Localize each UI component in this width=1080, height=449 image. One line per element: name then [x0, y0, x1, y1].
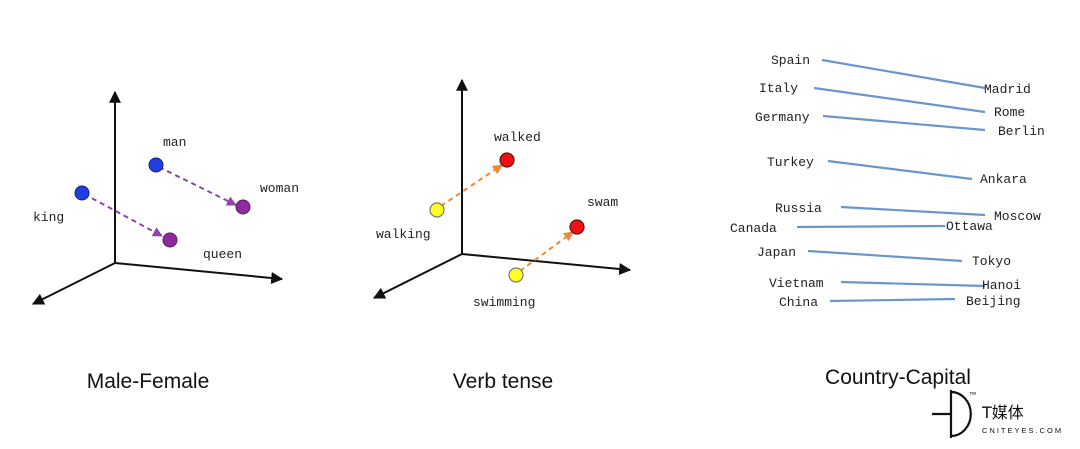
connector-line [829, 297, 956, 303]
country-label: Japan [757, 245, 796, 260]
woman-point [235, 199, 251, 215]
verb-tense-axes [372, 78, 632, 299]
capital-label: Moscow [994, 209, 1041, 224]
country-label: Russia [775, 201, 822, 216]
woman-label: woman [260, 181, 299, 196]
capital-label: Ankara [980, 172, 1027, 187]
pair-vietnam-hanoi: Vietnam Hanoi [769, 276, 1021, 293]
logo-tm: ™ [969, 390, 979, 399]
country-capital-caption: Country-Capital [825, 366, 971, 389]
connector-line [796, 224, 946, 229]
swam-point [569, 219, 585, 235]
walking-point [429, 202, 445, 218]
king-label: king [33, 210, 64, 225]
capital-label: Tokyo [972, 254, 1011, 269]
male-female-caption: Male-Female [87, 370, 210, 393]
pair-italy-rome: Italy Rome [759, 81, 1025, 120]
verb-tense-caption: Verb tense [453, 370, 553, 393]
man-label: man [163, 135, 186, 150]
country-label: Canada [730, 221, 777, 236]
pair-japan-tokyo: Japan Tokyo [757, 245, 1011, 269]
country-label: Spain [771, 53, 810, 68]
connector-line [822, 114, 986, 132]
man-point [148, 157, 164, 173]
swam-label: swam [587, 195, 618, 210]
capital-label: Ottawa [946, 219, 993, 234]
capital-label: Rome [994, 105, 1025, 120]
pair-turkey-ankara: Turkey Ankara [767, 155, 1027, 187]
connector-line [807, 249, 963, 263]
pair-russia-moscow: Russia Moscow [775, 201, 1041, 224]
queen-point [162, 232, 178, 248]
logo-mark-icon [932, 390, 972, 438]
country-label: China [779, 295, 818, 310]
king-queen-arrow [83, 193, 163, 237]
pair-china-beijing: China Beijing [779, 294, 1021, 310]
vt-axis-x [461, 253, 632, 275]
capital-label: Hanoi [982, 278, 1021, 293]
country-label: Turkey [767, 155, 814, 170]
logo-name: T媒体 [981, 403, 1024, 422]
connector-line [827, 159, 973, 181]
connector-line [821, 58, 986, 90]
male-female-axes [31, 90, 284, 305]
country-label: Germany [755, 110, 810, 125]
pair-germany-berlin: Germany Berlin [755, 110, 1045, 139]
walked-point [499, 152, 515, 168]
logo-site: CNITEYES.COM [982, 426, 1063, 435]
vt-axis-z [372, 253, 463, 299]
capital-label: Berlin [998, 124, 1045, 139]
capital-label: Beijing [966, 294, 1021, 309]
walking-label: walking [376, 227, 431, 242]
country-capital-panel: Spain Madrid Italy Rome Germany Berlin T… [730, 53, 1045, 389]
connector-line [813, 86, 986, 114]
verb-tense-panel: walked walking swam swimming Verb tense [372, 78, 632, 393]
connector-line [840, 280, 986, 288]
male-female-panel: man woman king queen Male-Female [31, 90, 299, 393]
country-label: Vietnam [769, 276, 824, 291]
mf-axis-z [31, 262, 116, 305]
capital-label: Madrid [984, 82, 1031, 97]
country-label: Italy [759, 81, 798, 96]
pair-canada-ottawa: Canada Ottawa [730, 219, 993, 236]
walked-label: walked [494, 130, 541, 145]
swimming-point [508, 267, 524, 283]
man-woman-arrow [158, 166, 237, 206]
walking-walked-arrow [440, 164, 503, 207]
swimming-swam-arrow [519, 231, 574, 272]
swimming-label: swimming [473, 295, 535, 310]
mf-axis-x [114, 262, 284, 284]
connector-line [840, 205, 986, 217]
watermark-logo: ™ T媒体 CNITEYES.COM [932, 390, 1063, 438]
queen-label: queen [203, 247, 242, 262]
king-point [74, 185, 90, 201]
pair-spain-madrid: Spain Madrid [771, 53, 1031, 97]
